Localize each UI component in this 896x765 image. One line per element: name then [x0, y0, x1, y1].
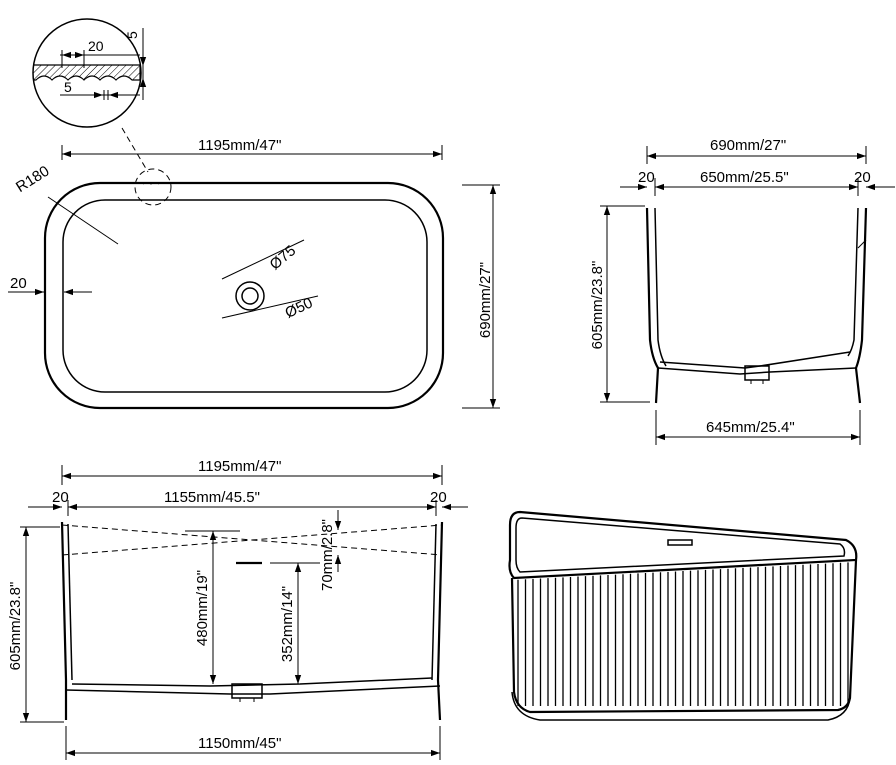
- front-overflow-height-label: 352mm/14": [279, 586, 296, 662]
- detail-spacing-label: 5: [64, 79, 72, 95]
- diameter-75-label: Ø75: [267, 242, 300, 273]
- radius-leader: [47, 196, 119, 245]
- side-view: 690mm/27" 20 650mm/25.5" 20 605mm/23.8" …: [589, 137, 895, 445]
- side-rim-left-label: 20: [638, 169, 655, 186]
- top-rim-label: 20: [10, 275, 27, 292]
- front-left-wall: [60, 521, 68, 720]
- basin-outer-outline: [43, 181, 445, 410]
- fluted-section: [33, 64, 141, 81]
- side-outer-width-label: 690mm/27": [710, 137, 786, 154]
- tub-overflow: [667, 539, 693, 546]
- front-base-length-label: 1150mm/45": [198, 735, 281, 752]
- detail-view: 20 5 5: [32, 18, 149, 173]
- side-floor: [659, 351, 851, 369]
- diameter-50-label: Ø50: [283, 294, 316, 321]
- front-rim-left-label: 20: [52, 489, 69, 506]
- tub-rim-inner: [515, 517, 846, 573]
- front-height-label: 605mm/23.8": [7, 582, 24, 671]
- radius-label: R180: [13, 163, 52, 196]
- diameter-50-leader: [221, 295, 319, 319]
- basin-inner-outline: [62, 199, 428, 393]
- top-width-label: 690mm/27": [477, 262, 494, 338]
- top-length-label: 1195mm/47": [198, 137, 281, 154]
- tub-flutes: [517, 562, 849, 706]
- front-water-depth-label: 480mm/19": [194, 570, 211, 646]
- detail-leader-line: [121, 127, 149, 173]
- side-left-wall: [645, 207, 660, 404]
- detail-width-label: 20: [88, 38, 104, 54]
- front-drain: [231, 683, 263, 699]
- front-inner-length-label: 1155mm/45.5": [164, 489, 260, 506]
- drain-outer-icon: [235, 281, 265, 311]
- side-rim-right-label: 20: [854, 169, 871, 186]
- detail-depth-label: 5: [124, 31, 140, 39]
- diameter-75-leader: [221, 239, 305, 280]
- side-base-width-label: 645mm/25.4": [706, 419, 795, 436]
- tub-rim-outer: [508, 510, 858, 580]
- front-outer-length-label: 1195mm/47": [198, 458, 281, 475]
- front-slope-label: 70mm/2.8": [319, 519, 336, 591]
- front-floor: [71, 677, 433, 687]
- drain-inner-icon: [241, 287, 259, 305]
- front-rim-right-label: 20: [430, 489, 447, 506]
- side-height-label: 605mm/23.8": [589, 261, 606, 350]
- detail-marker: [134, 168, 172, 206]
- side-inner-width-label: 650mm/25.5": [700, 169, 789, 186]
- side-right-wall: [854, 207, 868, 404]
- side-drain: [744, 365, 770, 381]
- tub-base: [511, 691, 851, 721]
- top-view: 1195mm/47" R180 20 Ø75 Ø50 690mm/27": [8, 137, 500, 410]
- perspective-view: [508, 510, 858, 721]
- front-slope-line-b: [61, 524, 443, 556]
- front-view: 1195mm/47" 20 1155mm/45.5" 20 605mm/23.8…: [7, 458, 468, 760]
- front-right-wall: [436, 521, 444, 721]
